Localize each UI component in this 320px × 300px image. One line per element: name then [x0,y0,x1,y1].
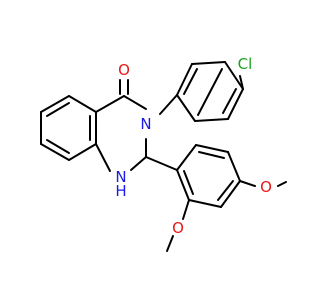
amine-nitrogen-label: N [115,168,126,186]
chlorine-label: Cl [238,55,253,73]
bond [46,139,70,154]
bond [46,102,70,117]
bond [277,181,287,187]
bond [197,68,223,116]
bond [183,170,194,195]
bond [40,143,70,161]
bond [176,63,193,96]
bond [176,94,196,122]
bond [194,118,229,122]
amine-hydrogen-label: H [115,182,126,200]
bond [191,61,226,65]
bond [95,95,125,113]
molecule-diagram: O N Cl N H O O [40,55,287,252]
bond [227,88,244,120]
bond [188,199,222,208]
bond [182,199,190,220]
bond [220,180,241,208]
bond [224,61,244,90]
bond [123,95,147,110]
methoxy-oxygen-para-label: O [260,178,272,196]
bond [68,143,97,161]
bond [195,144,229,153]
methoxy-oxygen-ortho-label: O [172,219,184,237]
bond [130,156,147,171]
atom-labels: O N Cl N H O O [115,55,272,237]
bond [40,95,70,113]
bond [227,151,241,182]
bond [176,169,190,201]
bond [198,151,225,159]
bonds [40,61,287,252]
ring-nitrogen-label: N [140,115,151,133]
bond [239,75,244,90]
bond [217,180,234,201]
bond [239,180,256,187]
bond [68,95,97,113]
bond [95,143,111,172]
structure-canvas: O N Cl N H O O [40,55,287,252]
bond [183,68,198,95]
bond [176,144,197,171]
carbonyl-oxygen-label: O [118,61,130,79]
bond [159,94,178,115]
bond [222,88,237,114]
bond [145,156,178,171]
bond [166,235,174,252]
